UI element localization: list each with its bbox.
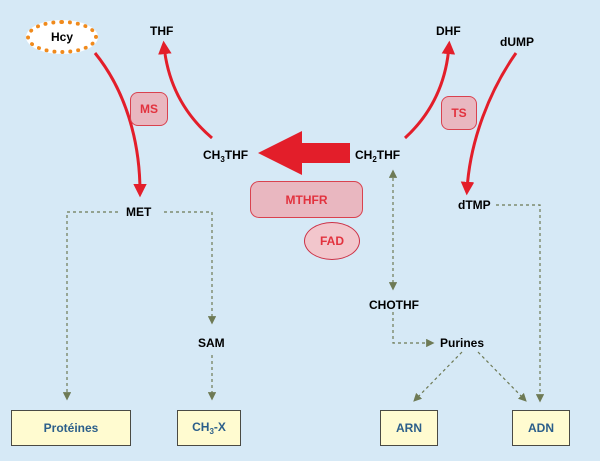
met-label: MET: [126, 205, 152, 219]
proteines-box: Protéines: [11, 410, 131, 446]
dashed-purines-to-adn: [477, 351, 527, 402]
ch2thf-label: CH2THF: [355, 148, 400, 167]
ch2thf-ch: CH: [355, 148, 373, 162]
chothf-label: CHOTHF: [369, 298, 419, 312]
dtmp-label: dTMP: [458, 198, 491, 212]
ch3x-box: CH3-X: [177, 410, 241, 446]
fad-cofactor: FAD: [304, 222, 360, 260]
fad-label: FAD: [320, 234, 344, 248]
ch3thf-label: CH3THF: [203, 148, 248, 167]
arrow-hcy-to-met: [93, 52, 147, 198]
arrow-dump-to-dtmp: [460, 52, 518, 196]
dashed-purines-to-arn: [413, 351, 463, 402]
ch2thf-thf: THF: [376, 148, 401, 162]
arrow-ch2thf-to-dhf: [403, 40, 456, 140]
arn-label: ARN: [396, 421, 422, 435]
thf-label: THF: [150, 24, 174, 38]
ch3x-sub: 3: [209, 427, 214, 436]
arn-box: ARN: [380, 410, 438, 446]
mthfr-enzyme: MTHFR: [250, 181, 363, 218]
arrow-ch2thf-to-ch3thf: [258, 131, 350, 175]
sam-label: SAM: [198, 336, 225, 350]
adn-label: ADN: [528, 421, 554, 435]
ch3thf-sub: 3: [220, 155, 225, 164]
arrow-ch3thf-to-thf: [158, 40, 213, 140]
ch3x-label: CH3-X: [192, 420, 226, 436]
adn-box: ADN: [512, 410, 570, 446]
ch2thf-sub: 2: [372, 155, 377, 164]
hcy-label: Hcy: [50, 30, 73, 44]
dump-label: dUMP: [500, 35, 534, 49]
ch3thf-thf: THF: [224, 148, 249, 162]
purines-label: Purines: [440, 336, 485, 350]
dashed-met-to-sam: [164, 211, 217, 325]
ch3x-tail: -X: [213, 420, 226, 434]
ms-label: MS: [140, 102, 158, 116]
mthfr-label: MTHFR: [285, 192, 328, 207]
ms-enzyme: MS: [130, 92, 168, 126]
dashed-dtmp-to-adn: [496, 204, 545, 403]
ch3x-ch: CH: [192, 420, 210, 434]
dashed-chothf-to-purines: [392, 312, 435, 348]
ts-enzyme: TS: [441, 96, 477, 130]
dashed-met-to-proteines: [62, 211, 118, 401]
dhf-label: DHF: [436, 24, 461, 38]
proteines-label: Protéines: [43, 421, 99, 435]
ch3thf-ch: CH: [203, 148, 221, 162]
hcy-node: Hcy: [26, 20, 98, 54]
ts-label: TS: [451, 106, 467, 120]
